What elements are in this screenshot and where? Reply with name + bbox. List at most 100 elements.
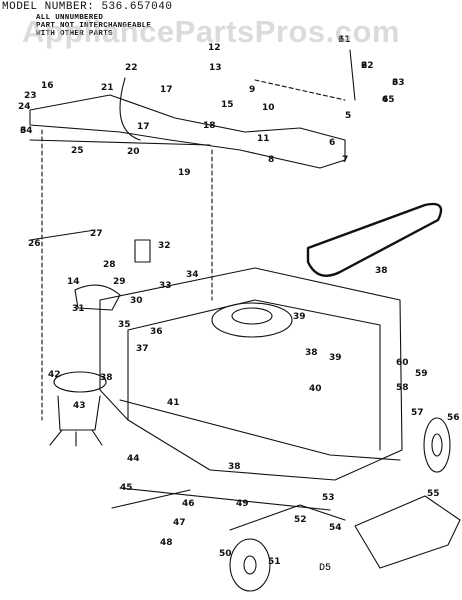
callout-39: 39 xyxy=(293,312,306,322)
callout-53: 53 xyxy=(322,493,335,503)
callout-10: 10 xyxy=(262,103,275,113)
callout-22: 22 xyxy=(125,63,138,73)
callout-40: 40 xyxy=(309,384,322,394)
callout-9: 9 xyxy=(249,85,255,95)
callout-16: 16 xyxy=(41,81,54,91)
callout-39: 39 xyxy=(329,353,342,363)
bracket-34 xyxy=(134,239,151,263)
callout-21: 21 xyxy=(101,83,114,93)
rod-dashes xyxy=(41,79,346,421)
callout-13: 13 xyxy=(209,63,222,73)
callout-2: 2 xyxy=(361,61,367,71)
callout-12: 12 xyxy=(208,43,221,53)
callout-58: 58 xyxy=(396,383,409,393)
callout-23: 23 xyxy=(24,91,37,101)
callout-3: 3 xyxy=(392,78,398,88)
callout-33: 33 xyxy=(159,281,172,291)
lower-wheel xyxy=(229,538,271,592)
right-wheel xyxy=(423,417,451,473)
pivot-bracket xyxy=(74,284,121,311)
frame-inner xyxy=(127,299,381,451)
drive-belt xyxy=(306,202,443,277)
lower-plate xyxy=(354,495,461,569)
callout-15: 15 xyxy=(221,100,234,110)
callout-4: 4 xyxy=(382,95,388,105)
callout-50: 50 xyxy=(219,549,232,559)
callout-20: 20 xyxy=(127,147,140,157)
callout-61: 61 xyxy=(338,35,351,45)
note-line-2: PART NOT INTERCHANGEABLE xyxy=(36,22,152,30)
callout-57: 57 xyxy=(411,408,424,418)
callout-5: 5 xyxy=(345,111,351,121)
long-rod-49 xyxy=(111,489,191,509)
model-number-header: MODEL NUMBER: 536.657040 xyxy=(2,1,172,13)
callout-25: 25 xyxy=(71,146,84,156)
callout-35: 35 xyxy=(118,320,131,330)
diagram-code: D5 xyxy=(319,563,332,574)
callout-30: 30 xyxy=(130,296,143,306)
callout-48: 48 xyxy=(160,538,173,548)
callout-36: 36 xyxy=(150,327,163,337)
model-number: 536.657040 xyxy=(101,1,173,13)
callout-54: 54 xyxy=(329,523,342,533)
callout-47: 47 xyxy=(173,518,186,528)
callout-3: 3 xyxy=(20,126,26,136)
callout-24: 24 xyxy=(18,102,31,112)
callout-59: 59 xyxy=(415,369,428,379)
watermark: AppliancePartsPros.com xyxy=(22,14,400,49)
callout-8: 8 xyxy=(268,155,274,165)
callout-28: 28 xyxy=(103,260,116,270)
callout-14: 14 xyxy=(67,277,80,287)
callout-26: 26 xyxy=(28,239,41,249)
callout-62: 62 xyxy=(361,61,374,71)
callout-43: 43 xyxy=(73,401,86,411)
deck-pulley xyxy=(211,302,293,338)
callout-51: 51 xyxy=(268,557,281,567)
shaft xyxy=(119,399,401,461)
model-label: MODEL NUMBER: xyxy=(2,1,95,13)
callout-42: 42 xyxy=(48,370,61,380)
callout-38: 38 xyxy=(100,373,113,383)
callout-31: 31 xyxy=(72,304,85,314)
frame-outline xyxy=(99,267,403,481)
callout-19: 19 xyxy=(178,168,191,178)
link-5 xyxy=(29,229,96,241)
lever-2 xyxy=(349,49,356,101)
left-spindle xyxy=(53,371,107,393)
callout-1: 1 xyxy=(338,35,344,45)
callout-56: 56 xyxy=(447,413,460,423)
callout-17: 17 xyxy=(137,122,150,132)
cable-23 xyxy=(119,77,141,141)
callout-52: 52 xyxy=(294,515,307,525)
callout-6: 6 xyxy=(329,138,335,148)
callout-17: 17 xyxy=(160,85,173,95)
link-rod-27 xyxy=(29,139,211,146)
callout-38: 38 xyxy=(375,266,388,276)
callout-7: 7 xyxy=(342,155,348,165)
callout-27: 27 xyxy=(90,229,103,239)
callout-34: 34 xyxy=(186,270,199,280)
callout-46: 46 xyxy=(182,499,195,509)
callout-37: 37 xyxy=(136,344,149,354)
note-line-1: ALL UNNUMBERED xyxy=(36,14,104,22)
callout-18: 18 xyxy=(203,121,216,131)
lower-arm xyxy=(229,504,346,531)
callout-60: 60 xyxy=(396,358,409,368)
upper-bracket xyxy=(29,94,346,169)
callout-11: 11 xyxy=(257,134,270,144)
callout-44: 44 xyxy=(127,454,140,464)
callout-29: 29 xyxy=(113,277,126,287)
callout-45: 45 xyxy=(120,483,133,493)
callout-38: 38 xyxy=(305,348,318,358)
callout-41: 41 xyxy=(167,398,180,408)
callout-32: 32 xyxy=(158,241,171,251)
callout-38: 38 xyxy=(228,462,241,472)
callout-64: 64 xyxy=(20,126,33,136)
callout-49: 49 xyxy=(236,499,249,509)
callout-65: 65 xyxy=(382,95,395,105)
callout-55: 55 xyxy=(427,489,440,499)
callout-63: 63 xyxy=(392,78,405,88)
note-line-3: WITH OTHER PARTS xyxy=(36,30,113,38)
